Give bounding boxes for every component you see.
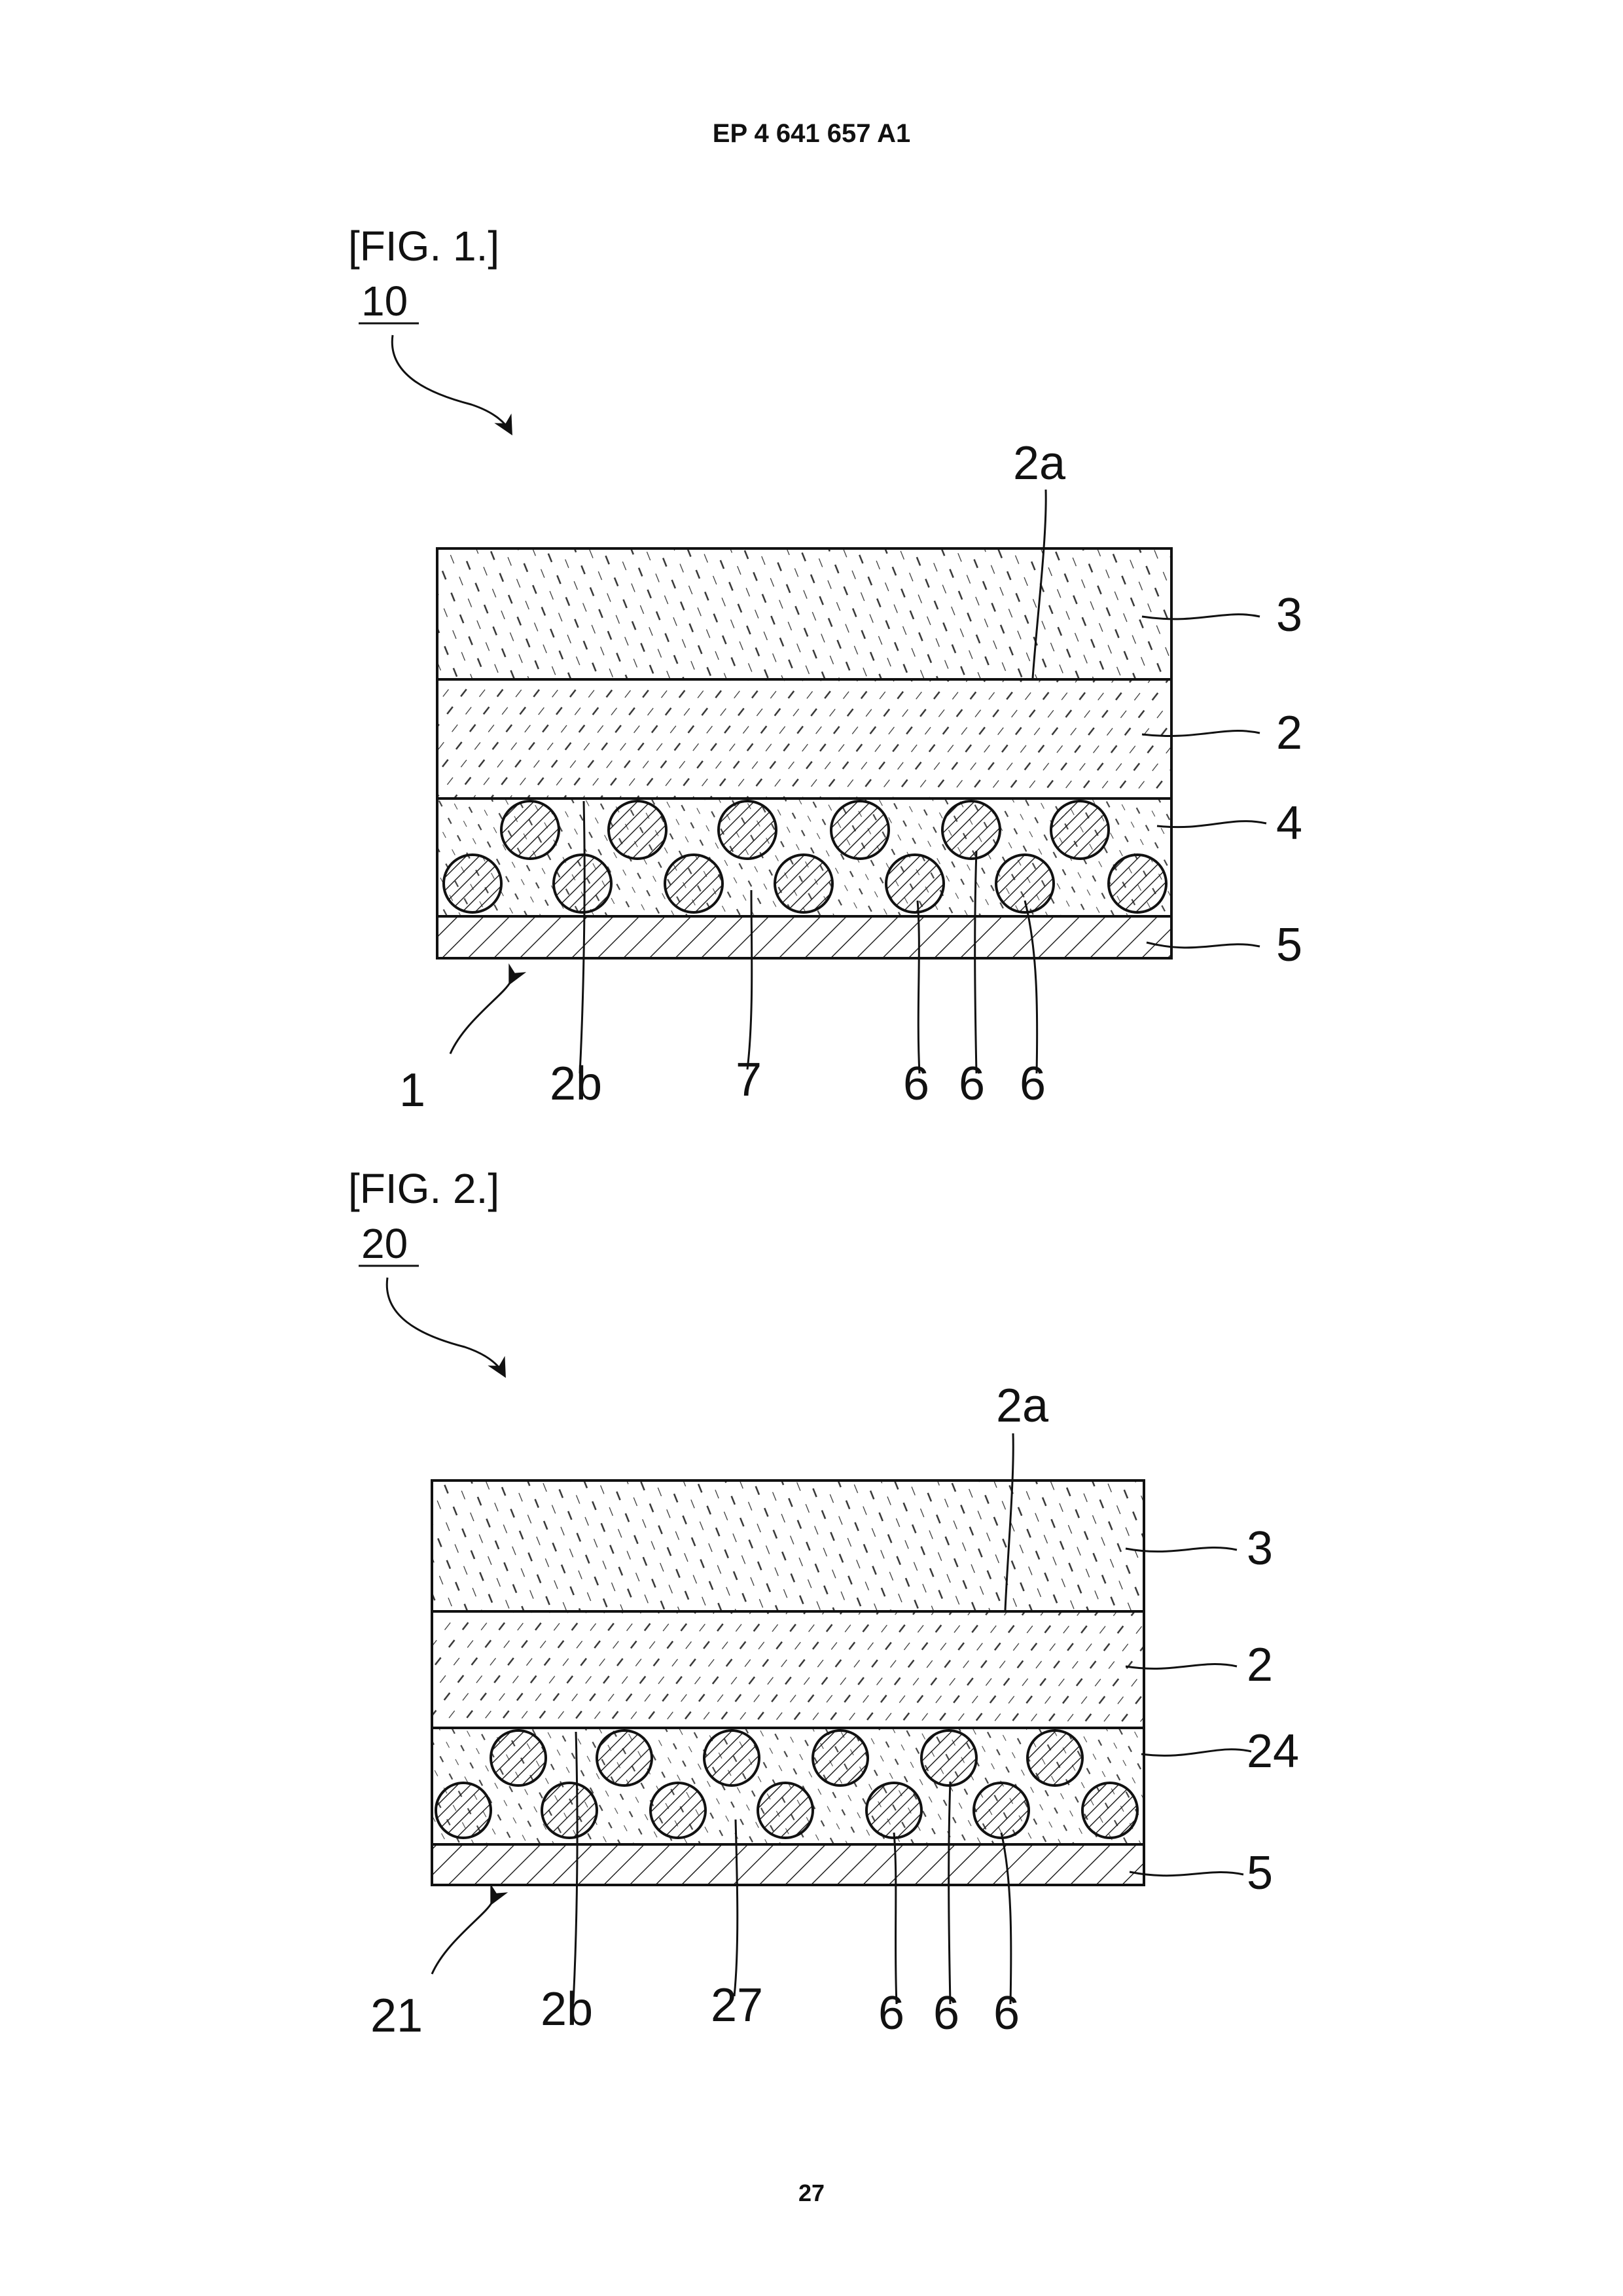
- fig2-layer-3: [432, 1480, 1144, 1611]
- fig2-label-21: 21: [370, 1990, 423, 2042]
- fig1-label-7: 7: [736, 1054, 762, 1106]
- particle: [974, 1783, 1029, 1838]
- fig1-layer-3: [437, 548, 1171, 679]
- figure-1: [FIG. 1.] 10: [348, 223, 1302, 1117]
- particle: [501, 801, 559, 859]
- particle: [651, 1783, 705, 1838]
- fig1-label-2b: 2b: [550, 1058, 602, 1110]
- fig2-caption: [FIG. 2.]: [348, 1165, 499, 1212]
- particle: [921, 1731, 976, 1785]
- page-number: 27: [0, 2179, 1623, 2207]
- particle: [719, 801, 776, 859]
- fig1-label-1: 1: [399, 1064, 425, 1117]
- fig1-label-2a: 2a: [1013, 437, 1066, 490]
- particle: [831, 801, 889, 859]
- fig1-caption: [FIG. 1.]: [348, 223, 499, 270]
- fig1-layer-2: [437, 679, 1171, 798]
- figure-2: [FIG. 2.] 20: [348, 1165, 1299, 2042]
- fig2-label-2a: 2a: [996, 1380, 1049, 1432]
- particle: [554, 855, 611, 912]
- fig2-label-2b: 2b: [541, 1983, 593, 2036]
- fig2-layer-2: [432, 1611, 1144, 1728]
- fig1-label-6b: 6: [959, 1058, 985, 1110]
- particle: [1051, 801, 1109, 859]
- particle: [609, 801, 666, 859]
- fig2-label-24: 24: [1247, 1725, 1299, 1778]
- particle: [886, 855, 944, 912]
- fig1-label-3: 3: [1276, 589, 1302, 641]
- fig2-layer-5: [432, 1844, 1144, 1885]
- fig2-label-27: 27: [711, 1979, 763, 2032]
- fig2-label-5: 5: [1247, 1847, 1273, 1899]
- fig2-label-6b: 6: [933, 1987, 959, 2039]
- fig1-label-6a: 6: [903, 1058, 929, 1110]
- fig1-label-5: 5: [1276, 919, 1302, 971]
- fig2-label-6a: 6: [878, 1987, 904, 2039]
- particle: [597, 1731, 652, 1785]
- particle: [665, 855, 722, 912]
- particle: [1082, 1783, 1137, 1838]
- fig2-assembly-arrow: [387, 1278, 504, 1374]
- particle: [1109, 855, 1166, 912]
- particle: [813, 1731, 868, 1785]
- particle: [1027, 1731, 1082, 1785]
- particle: [444, 855, 501, 912]
- fig1-label-6c: 6: [1020, 1058, 1046, 1110]
- fig2-label-3: 3: [1247, 1522, 1273, 1575]
- particle: [758, 1783, 813, 1838]
- particle: [491, 1731, 546, 1785]
- fig2-assembly-ref: 20: [361, 1220, 408, 1267]
- particle: [775, 855, 832, 912]
- fig1-assembly-arrow: [392, 335, 510, 432]
- particle: [436, 1783, 491, 1838]
- particle: [542, 1783, 597, 1838]
- fig1-layer-5: [437, 916, 1171, 958]
- fig2-label-2: 2: [1247, 1639, 1273, 1691]
- particle: [866, 1783, 921, 1838]
- particle: [704, 1731, 759, 1785]
- fig2-label-6c: 6: [993, 1987, 1020, 2039]
- fig1-assembly-ref: 10: [361, 278, 408, 325]
- fig1-label-4: 4: [1276, 797, 1302, 850]
- fig1-label-2: 2: [1276, 707, 1302, 759]
- particle: [942, 801, 1000, 859]
